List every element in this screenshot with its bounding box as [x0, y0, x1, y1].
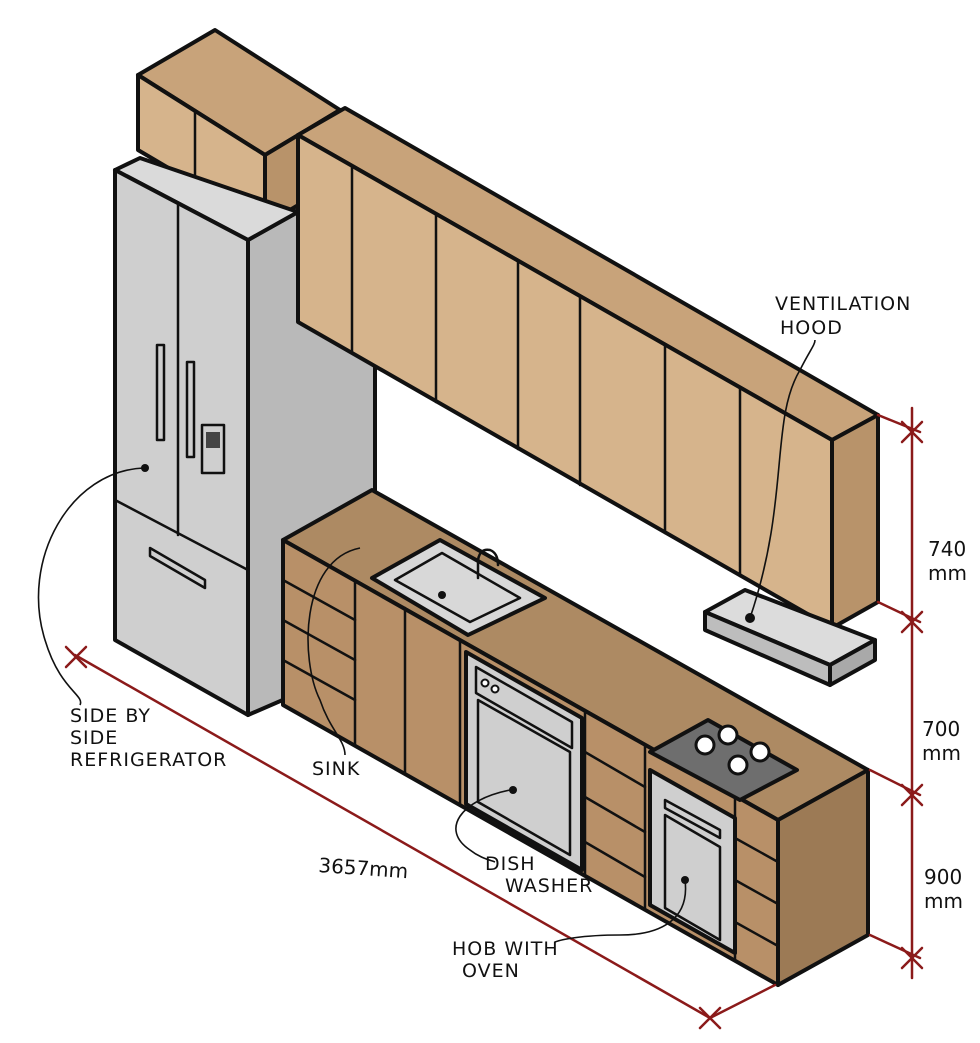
- label-hob-line2: OVEN: [462, 960, 520, 982]
- dim-base-unit: mm: [924, 889, 963, 913]
- dishwasher: [464, 650, 584, 872]
- label-hood-line2: HOOD: [780, 317, 843, 339]
- dim-middle-value: 700: [922, 717, 960, 741]
- callout-labels: SIDE BY SIDE REFRIGERATOR SINK DISH WASH…: [70, 293, 967, 982]
- ventilation-hood: [703, 588, 877, 687]
- label-sink: SINK: [312, 758, 360, 780]
- label-hood-line1: VENTILATION: [775, 293, 911, 315]
- dim-upper-value: 740: [928, 537, 966, 561]
- sink: [370, 538, 547, 637]
- dim-length: 3657mm: [318, 853, 409, 883]
- label-refrigerator-line3: REFRIGERATOR: [70, 749, 227, 771]
- label-hob-line1: HOB WITH: [452, 938, 559, 960]
- label-dishwasher-line2: WASHER: [505, 875, 593, 897]
- label-dishwasher-line1: DISH: [485, 853, 536, 875]
- label-refrigerator-line1: SIDE BY: [70, 705, 151, 727]
- dim-middle-unit: mm: [922, 741, 961, 765]
- leader-lines: [37, 339, 816, 943]
- dim-base-value: 900: [924, 865, 962, 889]
- label-refrigerator-line2: SIDE: [70, 727, 118, 749]
- hob-with-oven: [648, 718, 799, 955]
- dimension-lines: [64, 406, 924, 1030]
- dim-upper-unit: mm: [928, 561, 967, 585]
